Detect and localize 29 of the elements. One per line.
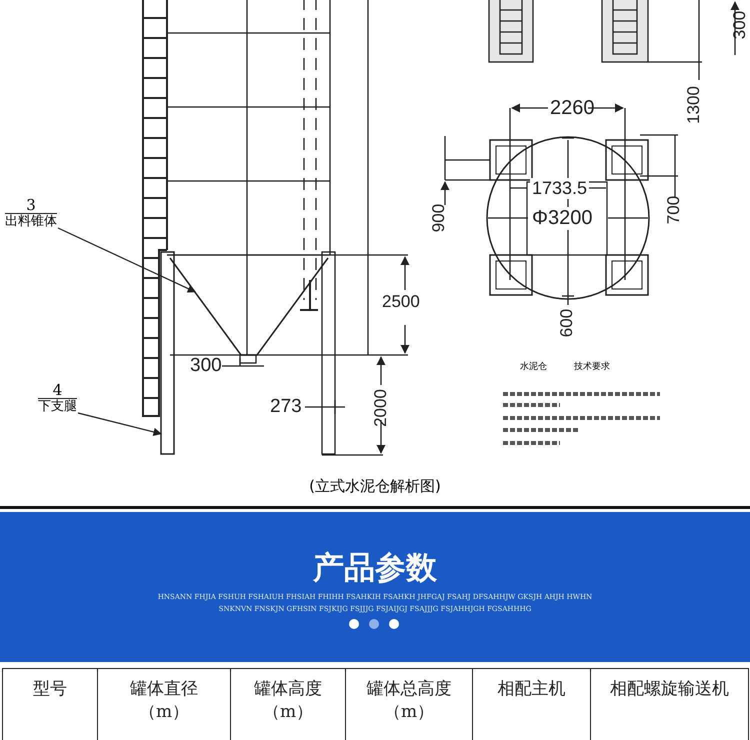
dimension-text: Φ3200 — [530, 207, 594, 230]
header-cell: 相配主机 — [472, 668, 590, 740]
callout-number: 4 — [38, 383, 77, 399]
callout-number: 3 — [5, 198, 57, 214]
notes-heading: 水泥仓 — [520, 360, 547, 373]
part-label: 出料锥体 — [5, 214, 57, 229]
discharge-cone — [169, 258, 329, 356]
leader-line — [58, 227, 196, 293]
caption: (立式水泥仓解析图) — [308, 477, 442, 496]
dimension-text: 600 — [557, 308, 578, 338]
header-cell: 罐体总高度（m） — [346, 668, 472, 740]
header-cell: 相配螺旋输送机 — [590, 668, 748, 740]
dimension-text: 273 — [270, 396, 302, 418]
dimension-text: 2260 — [550, 97, 594, 120]
part-label: 下支腿 — [38, 399, 77, 414]
notes-heading: 技术要求 — [574, 360, 610, 373]
dimension-text: 300 — [190, 355, 222, 377]
leader-line — [78, 412, 162, 436]
header-cell: 型号 — [2, 668, 98, 740]
dimension-text: 2500 — [382, 292, 420, 312]
section-title: 产品参数 — [312, 549, 438, 588]
dimension-text: 2000 — [370, 389, 391, 427]
header-cell: 罐体高度（m） — [230, 668, 346, 740]
dimension-text: 900 — [429, 204, 450, 232]
header-cell: 罐体直径（m） — [98, 668, 230, 740]
dimension-text: 1733.5 — [530, 178, 590, 199]
support-leg — [160, 251, 175, 455]
dimension-text: 700 — [664, 196, 684, 224]
dimension-text: 1300 — [684, 86, 704, 124]
